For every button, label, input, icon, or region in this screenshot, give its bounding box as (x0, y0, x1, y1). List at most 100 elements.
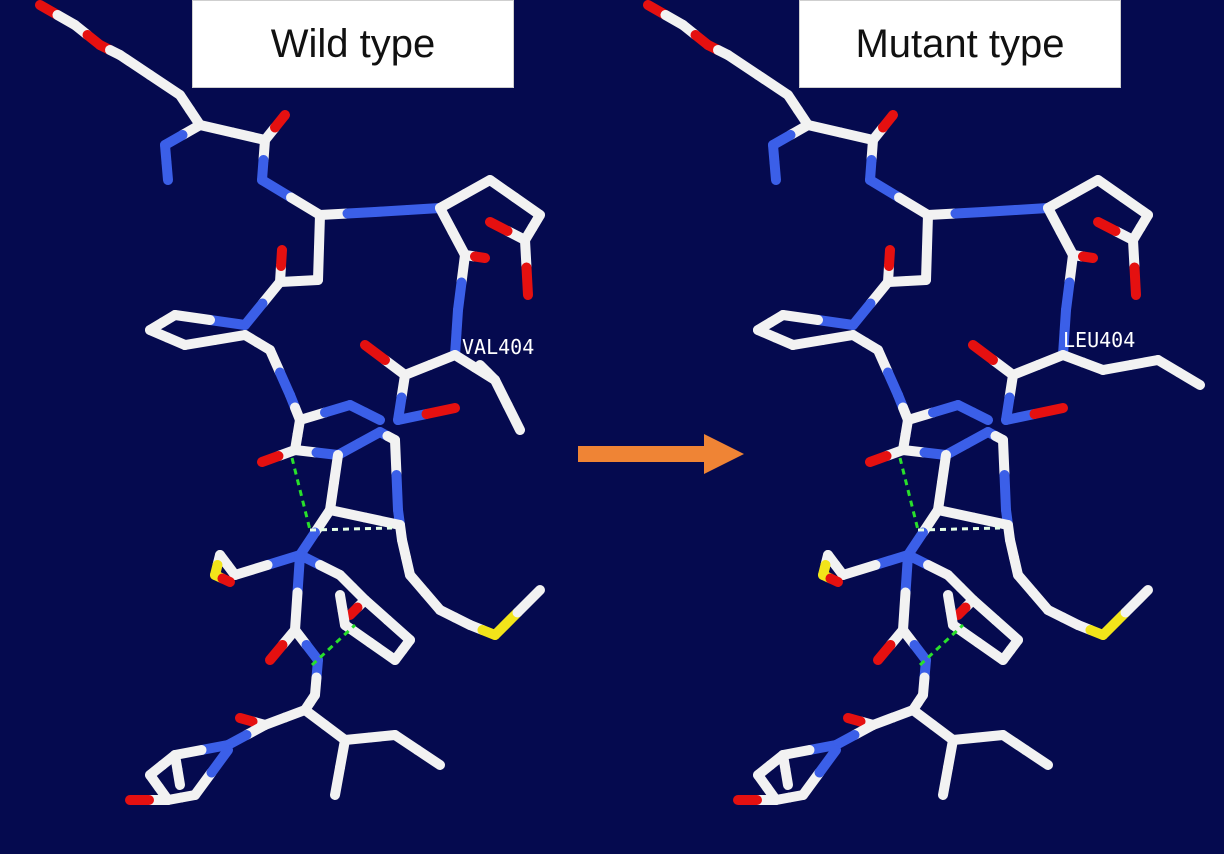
carbon-bond (512, 585, 545, 618)
carbon-bond (227, 127, 270, 145)
nitrogen-bond (257, 175, 296, 203)
carbon-bond (838, 560, 881, 580)
oxygen-bond (521, 262, 533, 300)
hydrogen-bond (309, 526, 393, 532)
oxygen-bond (270, 110, 290, 133)
oxygen-bond (873, 640, 896, 665)
nitrogen-bond (292, 550, 305, 598)
carbon-bond (922, 210, 933, 253)
carbon-bond (314, 210, 325, 253)
carbon-bond (390, 435, 402, 480)
carbon-bond (898, 587, 911, 635)
oxygen-bond (217, 573, 235, 587)
hydrogen-bond (898, 457, 920, 531)
carbon-bond (1093, 175, 1128, 203)
mutant-type-structure: LEU404 (643, 0, 1205, 805)
right-arrow-icon (578, 434, 744, 474)
carbon-bond (502, 400, 525, 435)
nitrogen-bond (262, 550, 305, 570)
oxygen-bond (257, 451, 284, 467)
carbon-bond (973, 637, 1008, 665)
carbon-bond (412, 745, 445, 770)
mutant-type-title-text: Mutant type (855, 21, 1065, 66)
carbon-bond (335, 590, 348, 615)
oxygen-bond (825, 573, 843, 587)
oxygen-bond (345, 602, 363, 620)
oxygen-bond (1093, 217, 1121, 236)
carbon-bond (510, 192, 545, 220)
residue-label: VAL404 (462, 335, 534, 359)
carbon-bond (286, 192, 325, 220)
carbon-bond (230, 560, 273, 580)
carbon-bond (115, 50, 155, 80)
carbon-bond (968, 512, 1013, 530)
carbon-bond (485, 175, 520, 203)
carbon-bond (172, 765, 185, 790)
nitrogen-bond (813, 315, 858, 330)
nitrogen-bond (360, 407, 385, 425)
carbon-bond (382, 615, 415, 645)
nitrogen-bond (370, 205, 413, 217)
nitrogen-bond (769, 157, 781, 185)
carbon-bond (943, 590, 956, 615)
carbon-bond (948, 620, 983, 648)
nitrogen-bond (999, 470, 1011, 515)
sulfur-bond (490, 607, 523, 640)
residue-label: LEU404 (1063, 328, 1135, 352)
carbon-bond (933, 505, 978, 523)
oxygen-bond (421, 403, 460, 419)
oxygen-bond (1078, 251, 1098, 263)
nitrogen-bond (968, 407, 993, 425)
nitrogen-bond (206, 745, 233, 778)
carbon-bond (210, 330, 250, 345)
carbon-bond (894, 192, 933, 220)
carbon-bond (753, 70, 793, 100)
nitrogen-bond (978, 205, 1021, 217)
carbon-bond (818, 330, 858, 345)
mutant-type-title: Mutant type (799, 0, 1121, 88)
carbon-bond (938, 762, 953, 800)
carbon-bond (180, 335, 220, 350)
oxygen-bond (360, 340, 390, 365)
carbon-bond (835, 127, 878, 145)
carbon-bond (170, 310, 215, 325)
carbon-bond (1118, 192, 1153, 220)
carbon-bond (788, 335, 828, 350)
carbon-bond (145, 70, 185, 100)
nitrogen-bond (865, 175, 904, 203)
carbon-bond (968, 595, 1001, 625)
carbon-bond (1174, 367, 1205, 390)
nitrogen-bond (402, 203, 445, 215)
carbon-bond (990, 615, 1023, 645)
oxygen-bond (865, 451, 892, 467)
oxygen-bond (953, 602, 971, 620)
wild-type-title-text: Wild type (270, 21, 436, 66)
carbon-bond (360, 595, 393, 625)
oxygen-bond (968, 340, 998, 365)
carbon-bond (723, 50, 763, 80)
sulfur-bond (1098, 607, 1131, 640)
carbon-bond (340, 620, 375, 648)
nitrogen-bond (1010, 203, 1053, 215)
nitrogen-bond (161, 157, 173, 185)
oxygen-bond (843, 713, 866, 727)
hydrogen-bond (917, 526, 1001, 532)
nitrogen-bond (870, 550, 913, 570)
oxygen-bond (485, 217, 513, 236)
wild-type-title: Wild type (192, 0, 514, 88)
carbon-bond (365, 637, 400, 665)
carbon-bond (195, 120, 238, 138)
oxygen-bond (470, 251, 490, 263)
carbon-bond (330, 762, 345, 800)
carbon-bond (325, 505, 370, 523)
carbon-bond (778, 310, 823, 325)
hydrogen-bond (310, 623, 357, 667)
carbon-bond (360, 512, 405, 530)
carbon-bond (313, 242, 324, 285)
carbon-bond (1120, 585, 1153, 618)
oxygen-bond (265, 640, 288, 665)
oxygen-bond (884, 245, 895, 271)
oxygen-bond (276, 245, 287, 271)
